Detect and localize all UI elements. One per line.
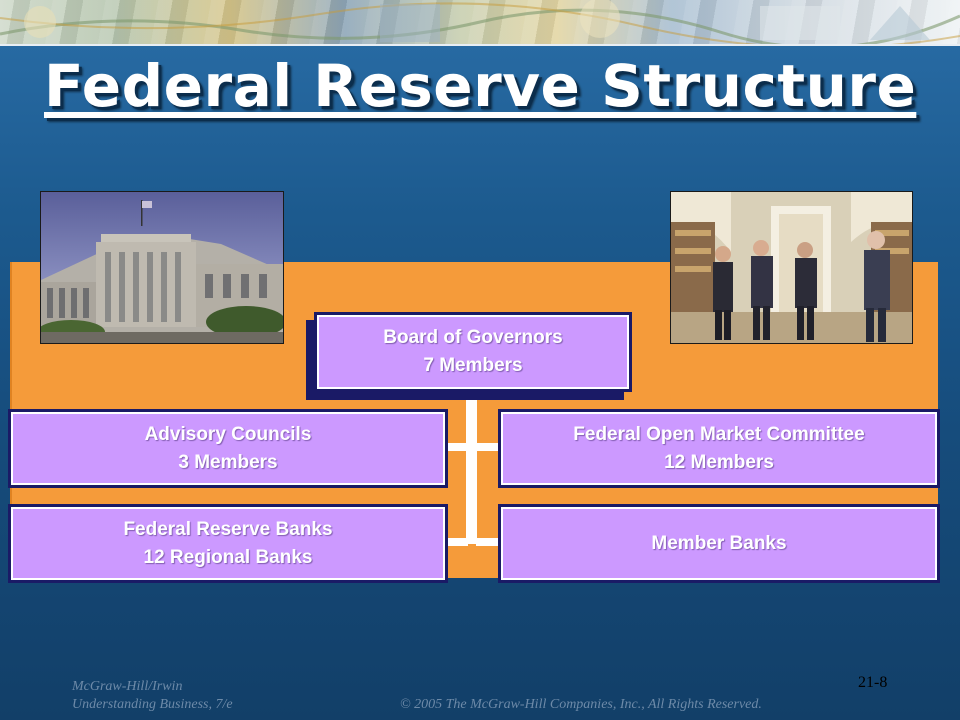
fomc-box: Federal Open Market Committee 12 Members [498, 409, 940, 488]
footer-book: Understanding Business, 7/e [72, 697, 233, 712]
connector-left-top [446, 443, 468, 451]
vertical-connector [466, 392, 477, 544]
slide-number: 21-8 [858, 674, 888, 691]
member-banks-box: Member Banks [498, 504, 940, 583]
decorative-banner [0, 0, 960, 46]
connector-left-bottom [446, 538, 468, 546]
federal-reserve-banks-members: 12 Regional Banks [143, 546, 313, 568]
connector-right-top [476, 443, 500, 451]
footer-copyright: © 2005 The McGraw-Hill Companies, Inc., … [400, 697, 762, 712]
member-banks-name: Member Banks [651, 532, 787, 554]
connector-right-bottom [476, 538, 500, 546]
advisory-councils-members: 3 Members [178, 451, 278, 473]
board-of-governors-members: 7 Members [423, 355, 523, 376]
fomc-members: 12 Members [664, 451, 774, 473]
fomc-name: Federal Open Market Committee [573, 423, 865, 445]
footer-publisher: McGraw-Hill/Irwin [72, 679, 183, 694]
advisory-councils-name: Advisory Councils [144, 423, 312, 445]
advisory-councils-box: Advisory Councils 3 Members [8, 409, 448, 488]
federal-reserve-building-photo [40, 191, 284, 344]
federal-reserve-banks-box: Federal Reserve Banks 12 Regional Banks [8, 504, 448, 583]
board-of-governors-name: Board of Governors [383, 327, 563, 348]
slide-title: Federal Reserve Structure [44, 52, 917, 120]
federal-reserve-banks-name: Federal Reserve Banks [123, 518, 333, 540]
officials-meeting-photo [670, 191, 913, 344]
board-of-governors-box: Board of Governors 7 Members [314, 312, 632, 392]
banner-collage-image [0, 0, 960, 44]
footer-credits: McGraw-Hill/Irwin Understanding Business… [72, 678, 233, 714]
